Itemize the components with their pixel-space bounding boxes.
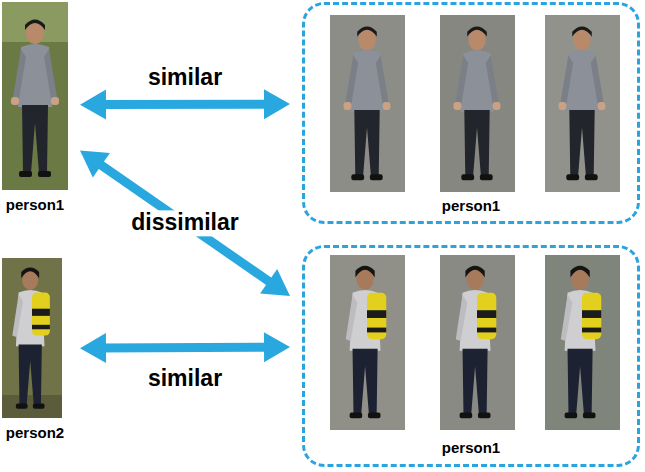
arrow-head xyxy=(264,89,290,119)
arrow-head xyxy=(80,90,106,120)
person-label: person2 xyxy=(0,424,70,441)
gallery-group: person1 xyxy=(302,2,640,224)
query-photo: person2 xyxy=(0,256,70,448)
arrow-head xyxy=(260,269,290,296)
edge-label: similar xyxy=(145,66,225,91)
arrow-head xyxy=(80,333,106,363)
gallery-group: person1 xyxy=(302,245,640,467)
double-arrow xyxy=(80,150,290,296)
query-photo: person1 xyxy=(0,0,70,218)
person-label: person1 xyxy=(305,439,637,456)
arrow-head xyxy=(80,150,110,177)
arrow-shaft xyxy=(98,163,272,284)
person-label: person1 xyxy=(0,196,70,213)
person-label: person1 xyxy=(305,197,637,214)
arrow-shaft xyxy=(102,343,268,353)
edge-label: similar xyxy=(145,366,225,391)
double-arrow xyxy=(80,89,290,119)
arrow-head xyxy=(264,332,290,362)
arrow-shaft xyxy=(102,100,268,109)
edge-label: dissimilar xyxy=(128,211,241,236)
double-arrow xyxy=(80,332,290,363)
